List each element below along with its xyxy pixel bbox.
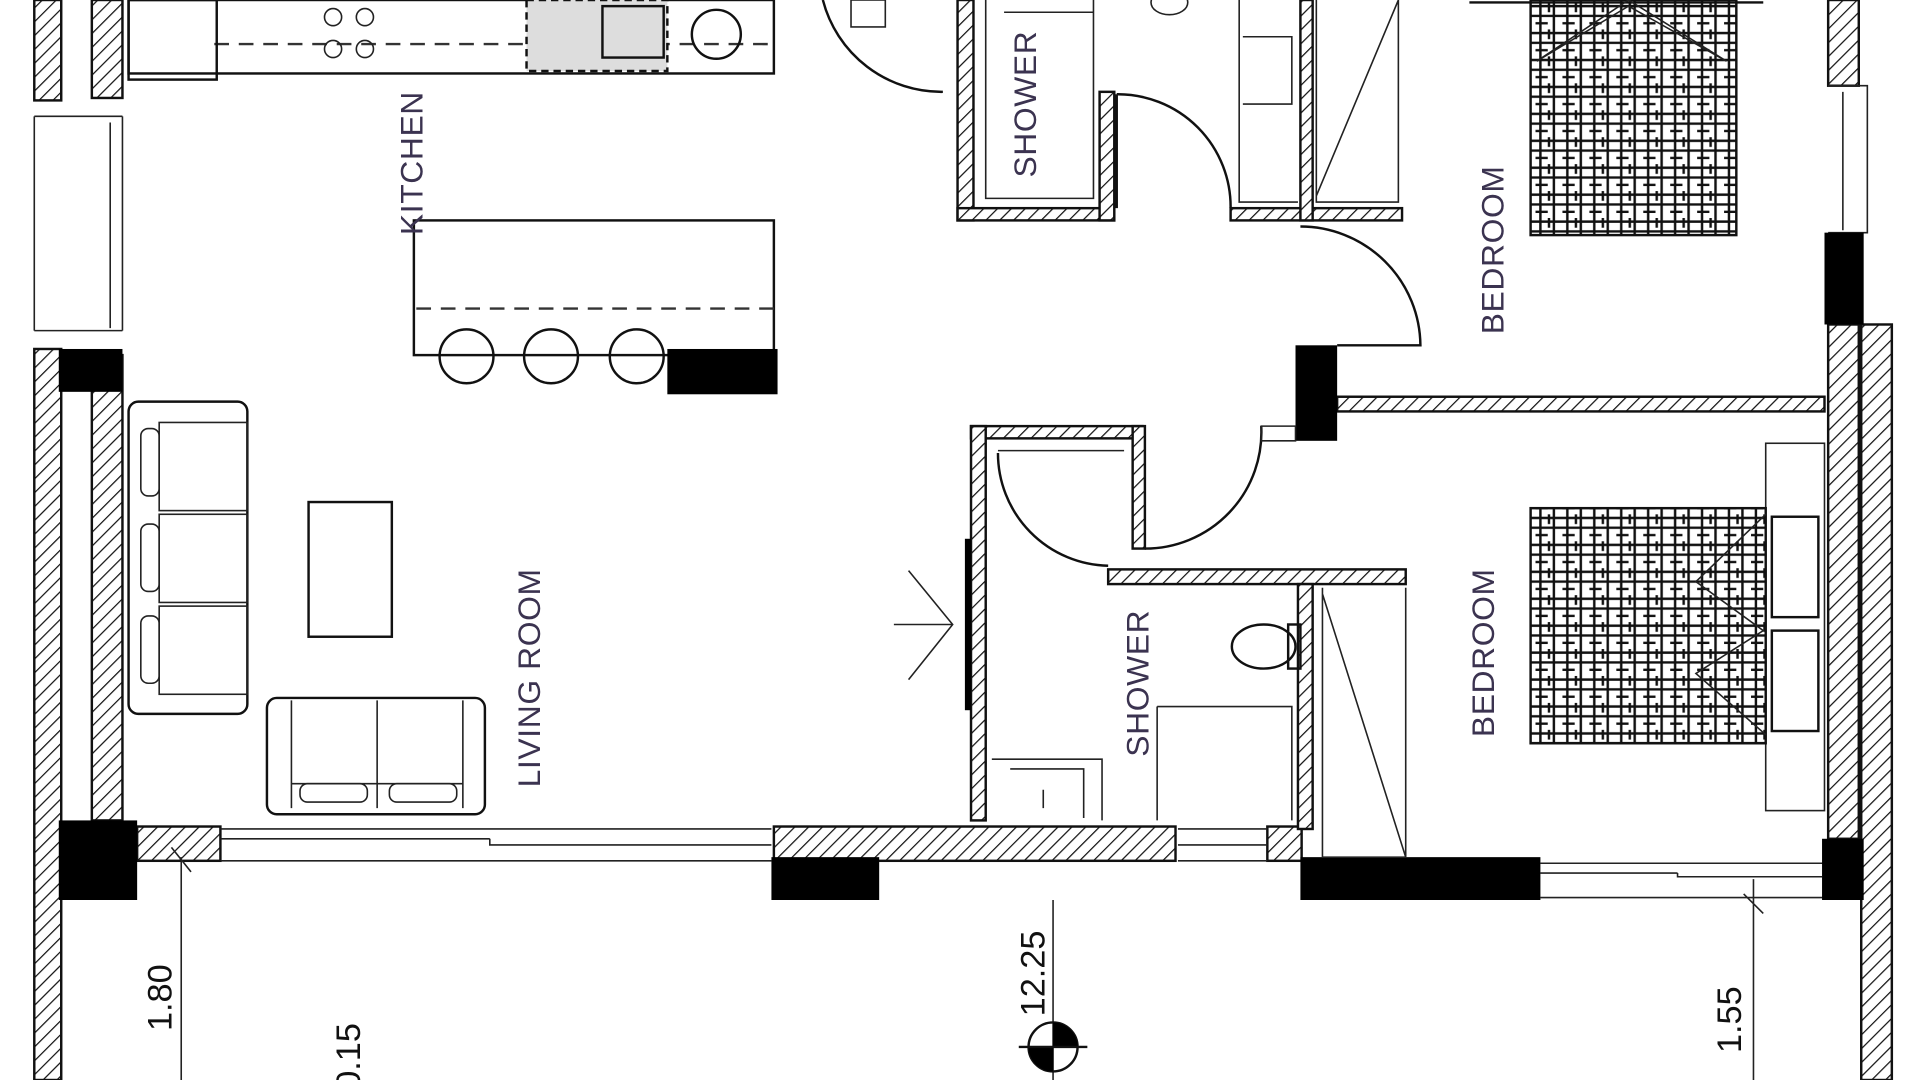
bed-top (1469, 0, 1764, 237)
room-label-shower-bottom: SHOWER (1120, 610, 1156, 757)
exterior-walls (33, 0, 1894, 1080)
room-label-living-room: LIVING ROOM (511, 568, 547, 787)
room-label-kitchen: KITCHEN (393, 91, 429, 235)
kitchen-counter (127, 0, 776, 81)
room-label-bedroom-top: BEDROOM (1475, 166, 1511, 335)
sofa (127, 400, 487, 816)
room-label-bedroom-bottom: BEDROOM (1465, 568, 1501, 737)
windows (33, 84, 1869, 899)
bathroom-bottom (893, 424, 1407, 858)
columns (58, 232, 1864, 900)
bed-bottom (1529, 442, 1826, 812)
bathroom-top (821, 0, 1422, 347)
dimension-right: 1.55 (1711, 986, 1749, 1053)
dimension-left: 1.80 (141, 964, 179, 1031)
dimension-left-inner: 0.15 (330, 1023, 368, 1080)
room-label-shower-top: SHOWER (1007, 31, 1043, 178)
kitchen-island (412, 219, 778, 395)
dimension-center: 12.25 (1014, 931, 1052, 1017)
dimension-lines (170, 846, 1764, 1080)
